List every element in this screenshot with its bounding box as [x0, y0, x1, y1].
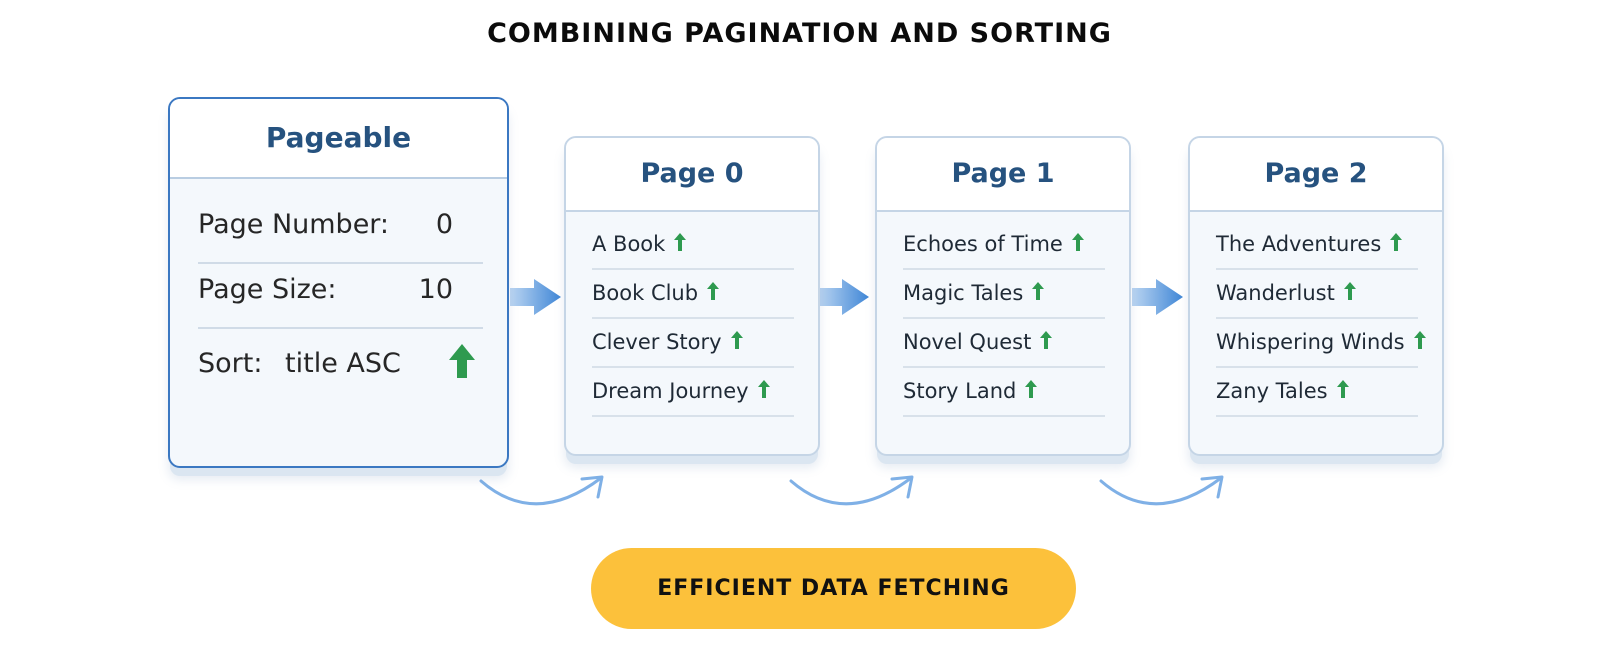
- efficient-data-fetching-badge: EFFICIENT DATA FETCHING: [591, 548, 1076, 629]
- arrow-up-icon: [1413, 331, 1426, 349]
- sort-row: Sort: title ASC: [198, 344, 483, 388]
- right-arrow-icon: [510, 279, 561, 315]
- page-number-value: 0: [435, 209, 453, 240]
- book-title: Magic Tales: [903, 281, 1024, 305]
- book-title: Story Land: [903, 379, 1017, 403]
- pageable-card: Pageable Page Number: 0 Page Size: 10 So…: [168, 97, 509, 468]
- curved-arrow-icon: [1099, 476, 1223, 506]
- list-item: Book Club: [592, 271, 794, 319]
- arrow-up-icon: [1025, 380, 1038, 398]
- book-title: The Adventures: [1216, 232, 1382, 256]
- page-size-row: Page Size: 10: [198, 274, 483, 329]
- arrow-up-icon: [449, 344, 475, 378]
- sort-value: title ASC: [285, 348, 401, 379]
- list-item: Magic Tales: [903, 271, 1105, 319]
- list-item: Zany Tales: [1216, 369, 1418, 417]
- pageable-heading: Pageable: [170, 99, 507, 179]
- page-number-label: Page Number:: [198, 209, 390, 240]
- page-heading: Page 1: [877, 138, 1129, 212]
- book-title: Zany Tales: [1216, 379, 1328, 403]
- arrow-up-icon: [1040, 331, 1053, 349]
- list-item: Story Land: [903, 369, 1105, 417]
- list-item: Echoes of Time: [903, 222, 1105, 270]
- book-title: Book Club: [592, 281, 699, 305]
- curved-arrow-icon: [789, 476, 913, 506]
- list-item: Wanderlust: [1216, 271, 1418, 319]
- diagram-title: COMBINING PAGINATION AND SORTING: [487, 18, 1112, 49]
- right-arrow-icon: [818, 279, 869, 315]
- page-size-label: Page Size:: [198, 274, 337, 305]
- page-size-value: 10: [418, 274, 453, 305]
- arrow-up-icon: [707, 282, 720, 300]
- arrow-up-icon: [674, 233, 687, 251]
- arrow-up-icon: [1071, 233, 1084, 251]
- book-title: A Book: [592, 232, 666, 256]
- book-title: Echoes of Time: [903, 232, 1063, 256]
- book-title: Dream Journey: [592, 379, 749, 403]
- list-item: Clever Story: [592, 320, 794, 368]
- list-item: A Book: [592, 222, 794, 270]
- list-item: Whispering Winds: [1216, 320, 1426, 368]
- right-arrow-icon: [1132, 279, 1183, 315]
- list-item: Novel Quest: [903, 320, 1105, 368]
- list-item: The Adventures: [1216, 222, 1418, 270]
- arrow-up-icon: [1032, 282, 1045, 300]
- arrow-up-icon: [1390, 233, 1403, 251]
- sort-label: Sort:: [198, 348, 263, 379]
- curved-arrow-icon: [479, 476, 603, 506]
- arrow-up-icon: [1336, 380, 1349, 398]
- page-heading: Page 0: [566, 138, 818, 212]
- book-title: Novel Quest: [903, 330, 1032, 354]
- arrow-up-icon: [1343, 282, 1356, 300]
- arrow-up-icon: [757, 380, 770, 398]
- list-item: Dream Journey: [592, 369, 794, 417]
- arrow-up-icon: [730, 331, 743, 349]
- book-title: Wanderlust: [1216, 281, 1335, 305]
- book-title: Whispering Winds: [1216, 330, 1405, 354]
- page-number-row: Page Number: 0: [198, 209, 483, 264]
- page-heading: Page 2: [1190, 138, 1442, 212]
- book-title: Clever Story: [592, 330, 722, 354]
